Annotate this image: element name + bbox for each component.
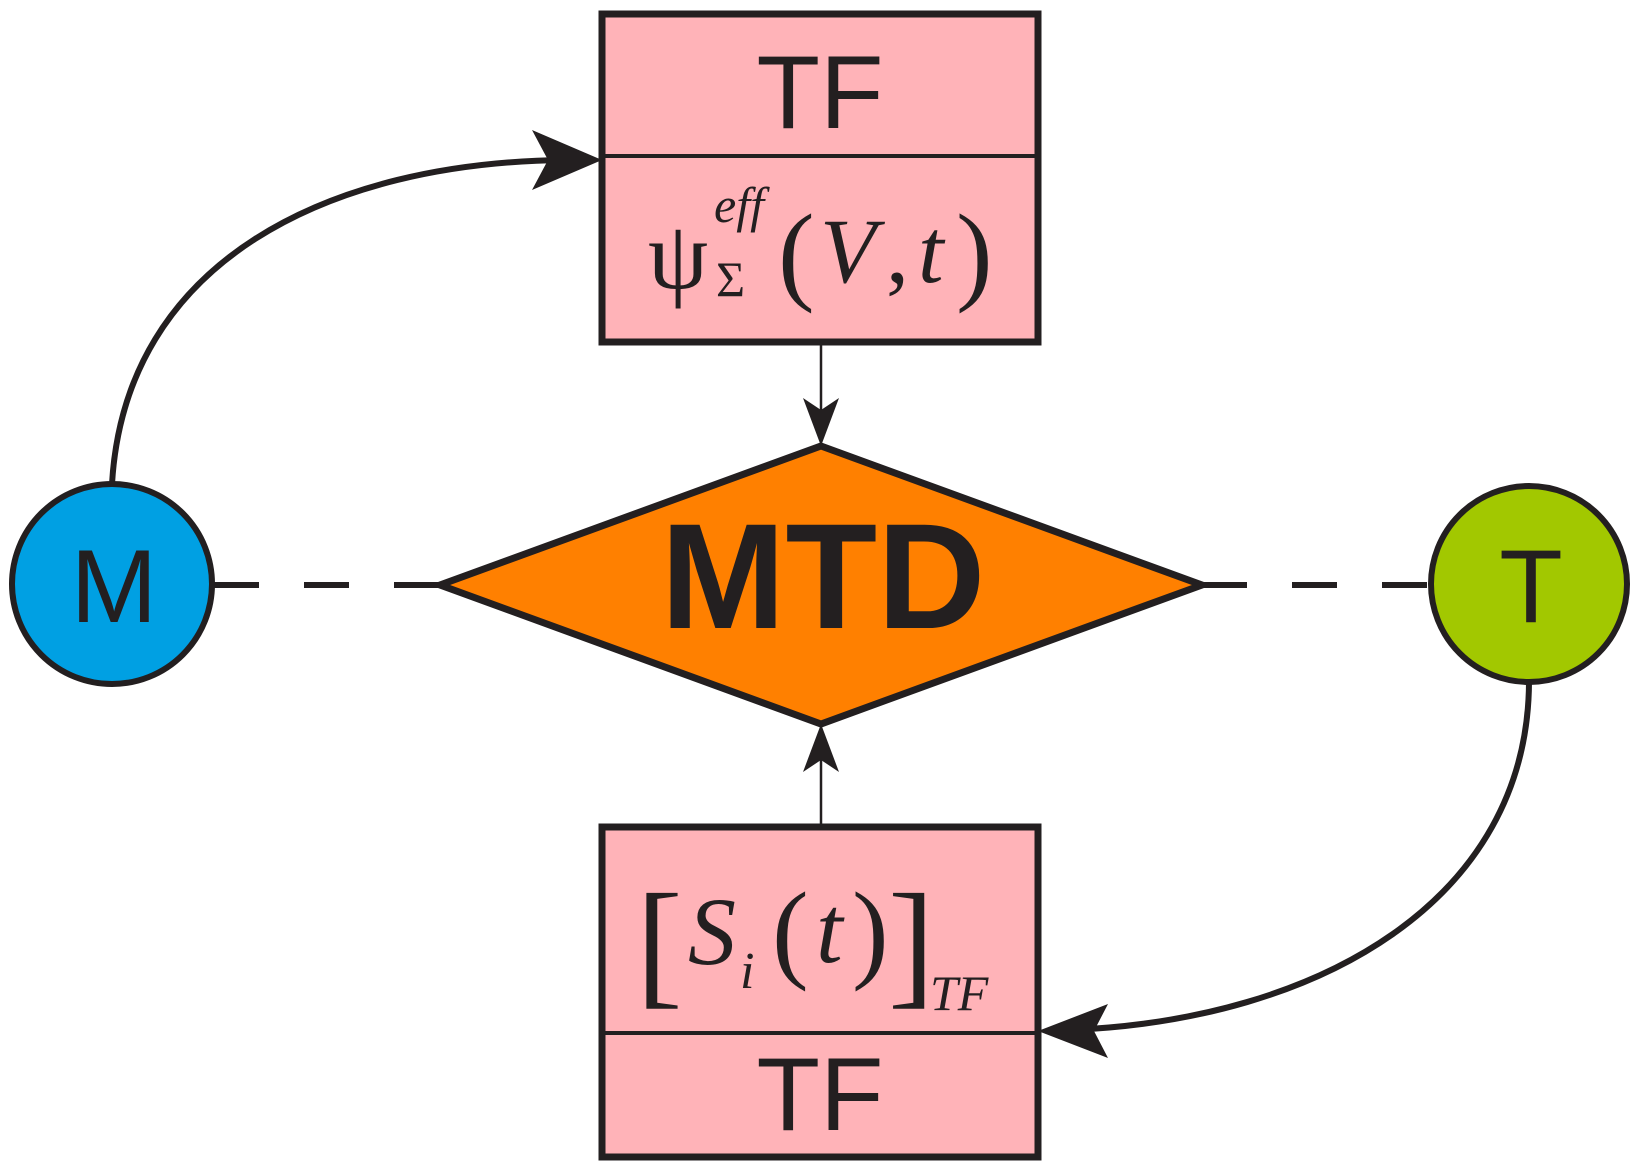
formula-comma: , [886, 200, 909, 302]
formula-sub-sigma: Σ [716, 251, 745, 307]
mtd-diamond: MTD [429, 442, 1213, 728]
formula-var-s: S [688, 878, 736, 985]
top-box: TF ψ eff Σ ( V , t ) [598, 10, 1042, 346]
formula-sub-tf: TF [930, 965, 989, 1021]
bottom-box-frame [598, 823, 1042, 1161]
arrowhead-diamond-bottom [803, 724, 839, 772]
top-box-frame [598, 10, 1042, 346]
node-m-label: M [71, 529, 158, 645]
mtd-label: MTD [661, 492, 986, 660]
arrow-t-to-bottom-box [1069, 681, 1532, 1033]
node-m: M [9, 481, 215, 687]
node-m-circle [9, 481, 215, 687]
node-t-label: T [1499, 529, 1563, 645]
formula-bracket-open: [ [636, 866, 683, 1021]
node-t-circle [1428, 483, 1630, 685]
formula-paren-close-2: ) [852, 870, 889, 992]
formula-var-t: t [918, 200, 946, 302]
bottom-box-formula: [ S i ( t ) ] TF [636, 866, 989, 1021]
formula-paren-close: ) [956, 192, 993, 314]
formula-paren-open-2: ( [772, 870, 809, 992]
formula-sub-i: i [740, 943, 754, 1000]
formula-t: t [816, 876, 845, 983]
arrowhead-bottom-box [1038, 1004, 1108, 1058]
arrowhead-diamond-top [803, 398, 839, 446]
formula-bracket-close: ] [888, 866, 935, 1021]
arrow-m-to-top-box [109, 157, 567, 485]
bottom-box-footer: TF [756, 1037, 883, 1153]
formula-var-v: V [820, 200, 886, 302]
top-box-header: TF [756, 35, 883, 151]
bottom-box: TF [ S i ( t ) ] TF [598, 823, 1042, 1161]
top-box-formula: ψ eff Σ ( V , t ) [648, 177, 993, 314]
formula-psi: ψ [648, 202, 708, 309]
formula-sup-eff: eff [714, 177, 770, 233]
arrowhead-top-box [532, 130, 602, 190]
mtd-diamond-shape [429, 442, 1213, 728]
formula-paren-open: ( [778, 192, 815, 314]
node-t: T [1428, 483, 1630, 685]
